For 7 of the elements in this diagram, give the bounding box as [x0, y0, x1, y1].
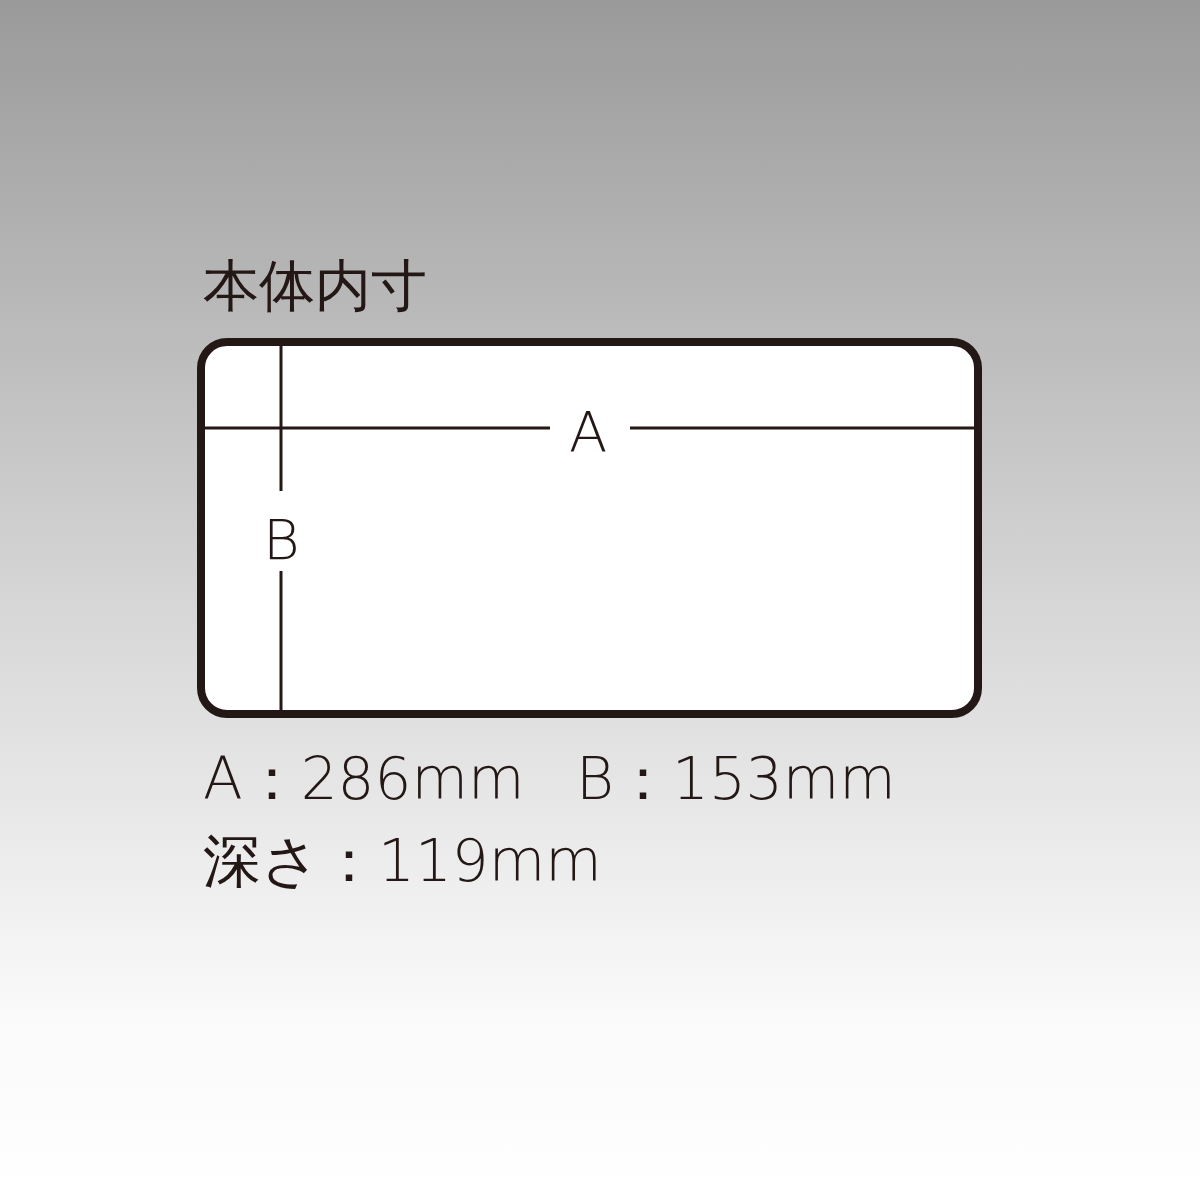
container-outline — [197, 338, 982, 718]
dimension-text: B：153mm — [576, 750, 896, 808]
dimension-text: 深さ：119mm — [203, 832, 602, 890]
heading: 本体内寸 — [203, 258, 427, 314]
dimension-label: A — [569, 404, 608, 460]
dimension-text: A：286mm — [203, 750, 525, 808]
dimension-label: B — [263, 512, 300, 568]
